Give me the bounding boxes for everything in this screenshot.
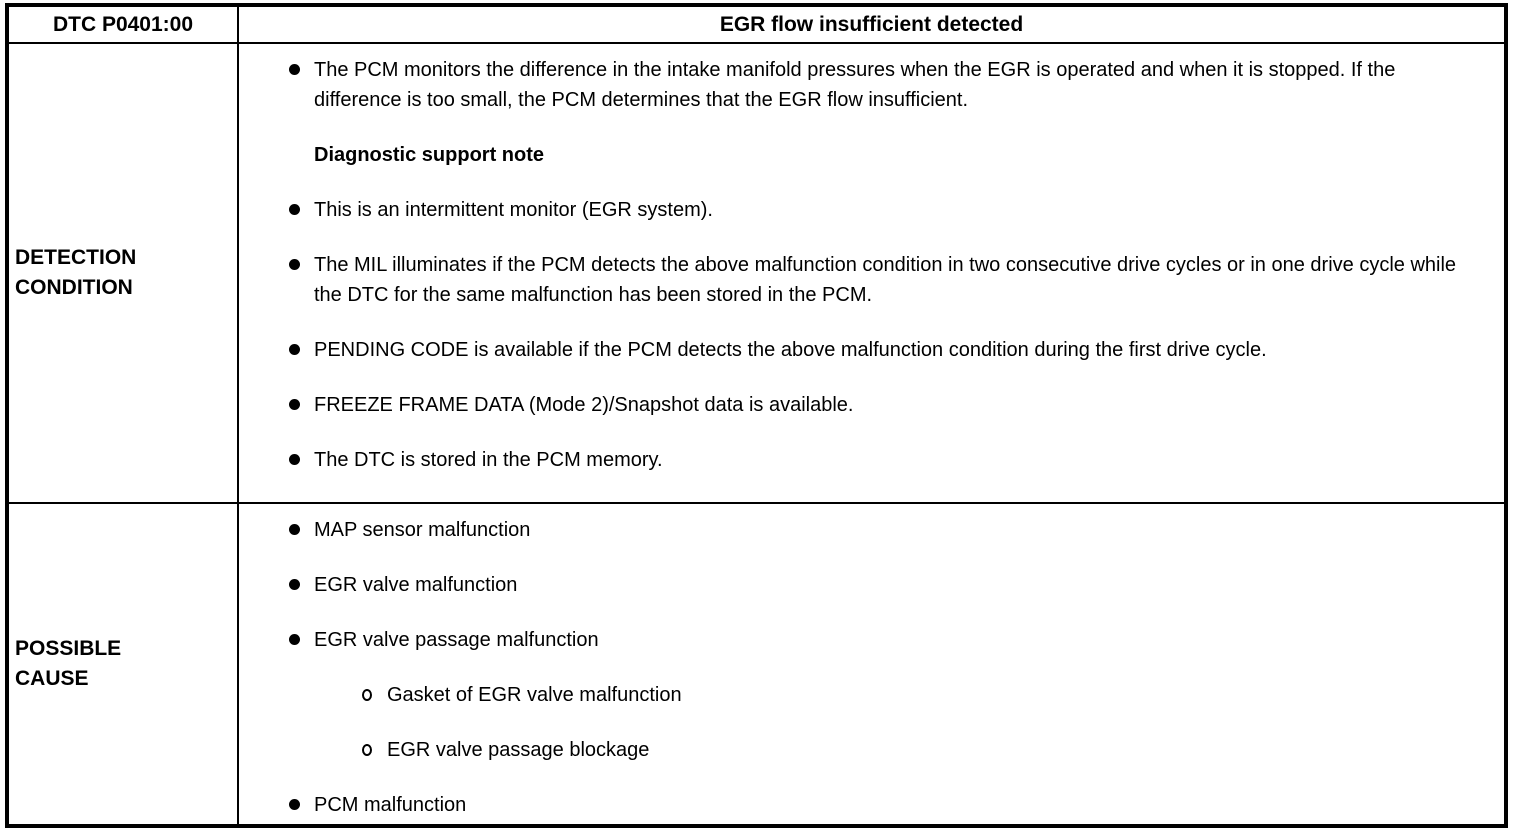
- possible-cause-label: POSSIBLE CAUSE: [15, 637, 122, 690]
- list-item: PENDING CODE is available if the PCM det…: [239, 335, 1504, 365]
- dtc-title: EGR flow insufficient detected: [719, 12, 1024, 36]
- list-item: FREEZE FRAME DATA (Mode 2)/Snapshot data…: [239, 390, 1504, 420]
- list-item: PCM malfunction: [239, 790, 1504, 820]
- list-item: This is an intermittent monitor (EGR sys…: [239, 195, 1504, 225]
- sub-list-item-text: EGR valve passage blockage: [387, 739, 650, 761]
- list-item: The PCM monitors the difference in the i…: [239, 55, 1504, 115]
- open-circle-bullet-icon: [362, 744, 372, 756]
- dtc-code: DTC P0401:00: [52, 12, 194, 36]
- list-item-text: FREEZE FRAME DATA (Mode 2)/Snapshot data…: [314, 394, 854, 416]
- list-item-text: The PCM monitors the difference in the i…: [314, 59, 1396, 111]
- diagnostic-support-note-heading: Diagnostic support note: [314, 140, 1504, 170]
- sub-list-item-text: Gasket of EGR valve malfunction: [387, 684, 682, 706]
- possible-cause-label-cell: POSSIBLE CAUSE: [9, 504, 239, 824]
- list-item-text: The DTC is stored in the PCM memory.: [314, 449, 663, 471]
- filled-bullet-icon: [289, 344, 300, 355]
- detection-condition-label-cell: DETECTION CONDITION: [9, 44, 239, 504]
- list-item: EGR valve passage malfunction: [239, 625, 1504, 655]
- list-item: EGR valve malfunction: [239, 570, 1504, 600]
- filled-bullet-icon: [289, 204, 300, 215]
- filled-bullet-icon: [289, 634, 300, 645]
- heading-text: Diagnostic support note: [314, 144, 544, 166]
- list-item-text: This is an intermittent monitor (EGR sys…: [314, 199, 713, 221]
- filled-bullet-icon: [289, 259, 300, 270]
- open-circle-bullet-icon: [362, 689, 372, 701]
- possible-cause-content-cell: MAP sensor malfunction EGR valve malfunc…: [239, 504, 1504, 824]
- filled-bullet-icon: [289, 454, 300, 465]
- filled-bullet-icon: [289, 799, 300, 810]
- list-item-text: MAP sensor malfunction: [314, 519, 531, 541]
- list-item-text: EGR valve malfunction: [314, 574, 518, 596]
- list-item-text: PCM malfunction: [314, 794, 467, 816]
- sub-list-item: Gasket of EGR valve malfunction: [239, 680, 1504, 710]
- list-item: The DTC is stored in the PCM memory.: [239, 445, 1504, 475]
- filled-bullet-icon: [289, 399, 300, 410]
- detection-condition-label: DETECTION CONDITION: [15, 246, 137, 299]
- filled-bullet-icon: [289, 524, 300, 535]
- filled-bullet-icon: [289, 579, 300, 590]
- filled-bullet-icon: [289, 64, 300, 75]
- dtc-code-cell: DTC P0401:00: [9, 7, 239, 44]
- detection-condition-content-cell: The PCM monitors the difference in the i…: [239, 44, 1504, 504]
- list-item-text: The MIL illuminates if the PCM detects t…: [314, 254, 1457, 306]
- list-item-text: EGR valve passage malfunction: [314, 629, 599, 651]
- dtc-table: DTC P0401:00 EGR flow insufficient detec…: [5, 3, 1508, 828]
- list-item: MAP sensor malfunction: [239, 515, 1504, 545]
- list-item: The MIL illuminates if the PCM detects t…: [239, 250, 1504, 310]
- dtc-title-cell: EGR flow insufficient detected: [239, 7, 1504, 44]
- sub-list-item: EGR valve passage blockage: [239, 735, 1504, 765]
- list-item-text: PENDING CODE is available if the PCM det…: [314, 339, 1267, 361]
